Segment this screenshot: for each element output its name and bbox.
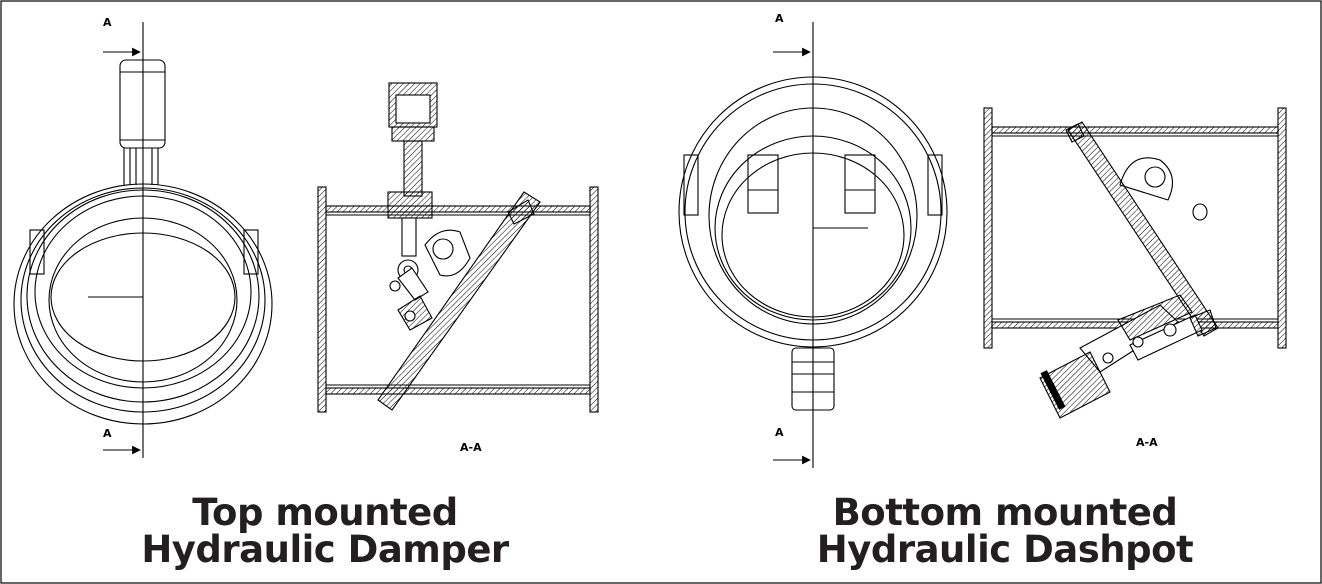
left-section-title: A-A [460, 441, 482, 454]
top-mounted-caption: Top mounted Hydraulic Damper [90, 494, 560, 568]
top-mounted-caption-line2: Hydraulic Damper [141, 528, 509, 571]
left-section-label-top: A [103, 16, 112, 29]
bottom-mounted-caption: Bottom mounted Hydraulic Dashpot [770, 494, 1240, 568]
bottom-mounted-section-view [983, 107, 1287, 419]
right-section-label-top: A [775, 12, 784, 25]
left-section-label-bottom: A [103, 427, 112, 440]
right-section-line [773, 22, 814, 468]
top-mounted-section-view [317, 82, 599, 413]
bottom-mounted-caption-line1: Bottom mounted [832, 491, 1178, 534]
bottom-mounted-caption-line2: Hydraulic Dashpot [816, 528, 1194, 571]
right-section-label-bottom: A [775, 426, 784, 439]
right-section-title: A-A [1136, 436, 1158, 449]
left-section-line [103, 22, 144, 458]
top-mounted-caption-line1: Top mounted [192, 491, 458, 534]
